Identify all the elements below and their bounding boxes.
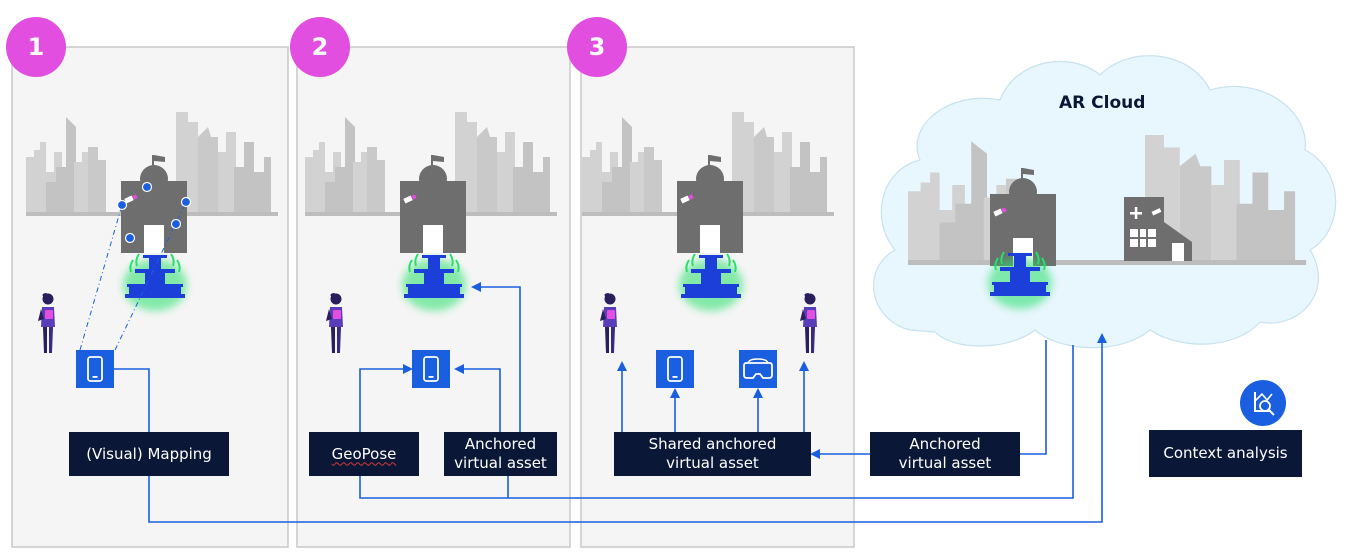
cloud-title: AR Cloud: [1059, 93, 1146, 113]
mapping-point-icon: [170, 218, 182, 230]
label-anchored-asset-cloud-line1: Anchored: [909, 435, 981, 453]
label-anchored-asset-2: Anchored virtual asset: [444, 432, 557, 476]
mapping-point-icon: [124, 232, 136, 244]
label-visual-mapping-text: (Visual) Mapping: [86, 444, 212, 463]
flow-link-cloud-asset: [1020, 340, 1047, 455]
flow-arrows: [114, 282, 1107, 523]
fountain-icon: [988, 252, 1052, 309]
hospital-icon: [1124, 197, 1192, 261]
step-badge-3: 3: [567, 17, 627, 77]
label-geopose: GeoPose: [309, 432, 419, 476]
label-anchored-asset-cloud: Anchored virtual asset: [870, 432, 1020, 476]
mapping-point-icon: [141, 181, 153, 193]
ar-cloud-shape: [873, 55, 1337, 349]
fountain-icon: [402, 254, 466, 311]
flow-arrow-asset-to-fountain: [471, 282, 521, 432]
mapping-point-icon: [180, 196, 192, 208]
label-visual-mapping: (Visual) Mapping: [69, 432, 229, 476]
mapping-point-icon: [116, 199, 128, 211]
smartphone-icon: [411, 349, 451, 389]
label-shared-asset-line1: Shared anchored: [648, 435, 777, 453]
smartphone-icon: [75, 349, 115, 389]
label-shared-asset-line2: virtual asset: [666, 454, 759, 472]
label-anchored-asset-2-line2: virtual asset: [454, 454, 547, 472]
vr-headset-icon: [739, 350, 777, 388]
label-anchored-asset-cloud-line2: virtual asset: [898, 454, 992, 472]
label-anchored-asset-2-line1: Anchored: [464, 435, 537, 453]
label-geopose-text: GeoPose: [331, 444, 397, 463]
context-analysis-icon: [1240, 380, 1286, 426]
step-badge-1: 1: [6, 17, 66, 77]
flow-arrow-asset-to-phone: [454, 364, 501, 432]
step-badge-2: 2: [290, 17, 350, 77]
flow-arrow-cloud-to-geopose: [359, 345, 1074, 499]
fountain-icon: [679, 254, 743, 311]
label-context-analysis-text: Context analysis: [1163, 444, 1288, 462]
fountain-icon: [123, 254, 187, 311]
flow-arrow-mapping-to-cloud: [114, 333, 1107, 523]
smartphone-icon: [655, 349, 695, 389]
label-context-analysis: Context analysis: [1149, 430, 1302, 477]
label-shared-asset: Shared anchored virtual asset: [614, 432, 811, 476]
